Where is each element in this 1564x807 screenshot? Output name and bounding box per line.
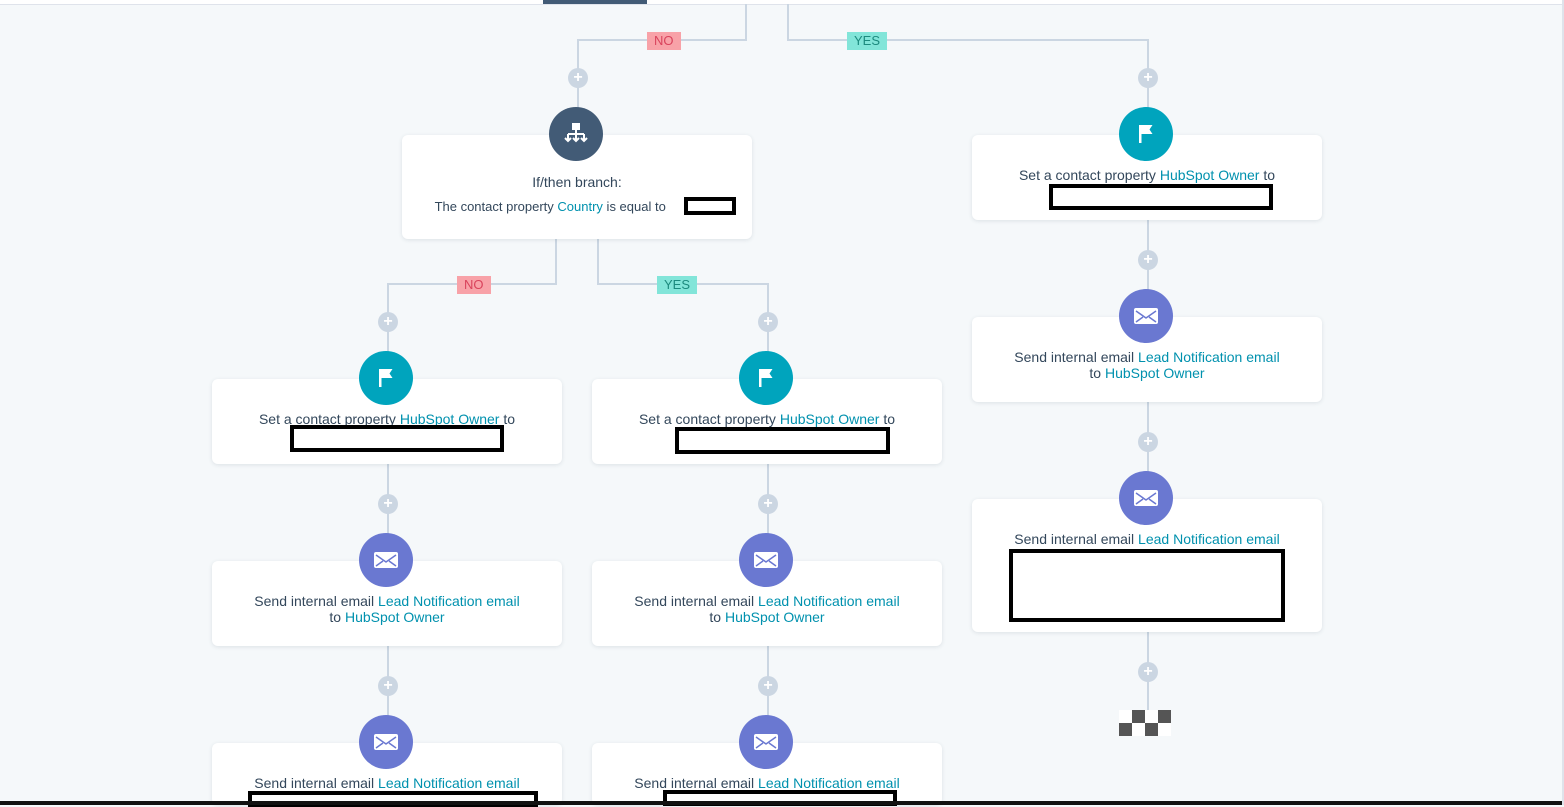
flag-icon [1119, 107, 1173, 161]
top-toolbar-edge [0, 0, 1564, 5]
redacted-value [1049, 184, 1273, 210]
set-property-text: Set a contact property HubSpot Owner to [1018, 167, 1276, 183]
add-action-button[interactable]: + [758, 494, 778, 514]
redacted-value [675, 427, 890, 454]
branch-yes-badge: YES [657, 276, 698, 294]
send-email-text: Send internal email Lead Notification em… [1014, 531, 1280, 547]
email-link[interactable]: Lead Notification email [378, 775, 520, 791]
add-action-button[interactable]: + [1138, 68, 1158, 88]
ifthen-title: If/then branch: [532, 174, 622, 190]
add-action-button[interactable]: + [378, 494, 398, 514]
connector-line [787, 4, 789, 40]
email-link[interactable]: Lead Notification email [1138, 531, 1280, 547]
send-email-recipient: to HubSpot Owner [709, 609, 825, 625]
branch-yes-badge: YES [847, 32, 888, 50]
branch-icon [549, 107, 603, 161]
end-flag-icon [1119, 710, 1171, 736]
add-action-button[interactable]: + [378, 676, 398, 696]
hubspot-owner-link[interactable]: HubSpot Owner [1104, 365, 1205, 381]
hubspot-owner-link[interactable]: HubSpot Owner [779, 411, 880, 427]
hubspot-owner-link[interactable]: HubSpot Owner [399, 411, 500, 427]
mail-icon [359, 533, 413, 587]
mail-icon [739, 533, 793, 587]
ifthen-condition: The contact property Country is equal to [434, 199, 670, 214]
add-action-button[interactable]: + [1138, 250, 1158, 270]
hubspot-owner-link[interactable]: HubSpot Owner [724, 609, 825, 625]
branch-no-badge: NO [647, 32, 681, 50]
send-email-text: Send internal email Lead Notification em… [254, 775, 520, 791]
send-email-text: Send internal email Lead Notification em… [1014, 349, 1280, 365]
connector-line [597, 239, 599, 285]
hubspot-owner-link[interactable]: HubSpot Owner [344, 609, 445, 625]
branch-no-badge: NO [457, 276, 491, 294]
flag-icon [739, 351, 793, 405]
country-property-link[interactable]: Country [557, 199, 603, 214]
ifthen-branch-card[interactable]: If/then branch: The contact property Cou… [402, 135, 752, 239]
window-bottom-edge [0, 801, 1564, 805]
set-property-card[interactable]: Set a contact property HubSpot Owner to [972, 135, 1322, 220]
send-email-text: Send internal email Lead Notification em… [634, 593, 900, 609]
add-action-button[interactable]: + [378, 312, 398, 332]
send-email-recipient: to HubSpot Owner [329, 609, 445, 625]
hubspot-owner-link[interactable]: HubSpot Owner [1159, 167, 1260, 183]
window-right-edge [1562, 0, 1564, 805]
add-action-button[interactable]: + [758, 312, 778, 332]
add-action-button[interactable]: + [1138, 432, 1158, 452]
flag-icon [359, 351, 413, 405]
send-email-text: Send internal email Lead Notification em… [254, 593, 520, 609]
redacted-value [1009, 549, 1285, 622]
connector-line [745, 4, 747, 40]
email-link[interactable]: Lead Notification email [758, 593, 900, 609]
send-email-recipient: to HubSpot Owner [1089, 365, 1205, 381]
active-tab-indicator [543, 0, 647, 4]
connector-line [555, 239, 557, 285]
connector-line [787, 39, 1149, 41]
add-action-button[interactable]: + [568, 68, 588, 88]
add-action-button[interactable]: + [758, 676, 778, 696]
send-email-text: Send internal email Lead Notification em… [634, 775, 900, 791]
redacted-value [684, 197, 736, 215]
mail-icon [739, 715, 793, 769]
email-link[interactable]: Lead Notification email [1138, 349, 1280, 365]
set-property-text: Set a contact property HubSpot Owner to [638, 411, 896, 427]
set-property-text: Set a contact property HubSpot Owner to [258, 411, 516, 427]
mail-icon [359, 715, 413, 769]
email-link[interactable]: Lead Notification email [758, 775, 900, 791]
email-link[interactable]: Lead Notification email [378, 593, 520, 609]
mail-icon [1119, 471, 1173, 525]
redacted-value [290, 425, 504, 452]
mail-icon [1119, 289, 1173, 343]
add-action-button[interactable]: + [1138, 662, 1158, 682]
